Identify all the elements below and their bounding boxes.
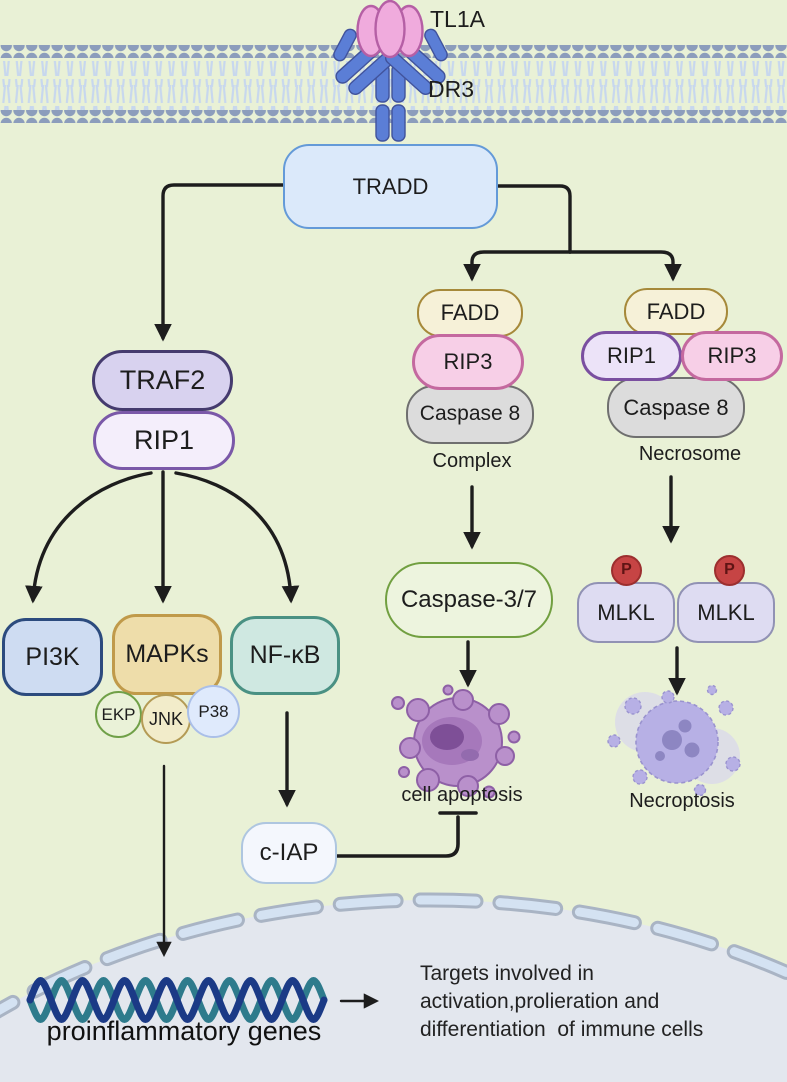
phospho-badge-left: P	[611, 555, 642, 586]
proinflammatory-genes-label: proinflammatory genes	[46, 1016, 322, 1046]
dna-helix-icon	[26, 977, 328, 1023]
phospho-badge-right: P	[714, 555, 745, 586]
inhibition-tbar	[335, 811, 478, 858]
node-mlkl-left: MLKL	[577, 582, 675, 643]
node-mapks: MAPKs	[112, 614, 222, 695]
node-caspase8-necrosome: Caspase 8	[607, 377, 745, 438]
node-rip3-necrosome: RIP3	[681, 331, 783, 381]
node-nfkb: NF-κB	[230, 616, 340, 695]
tl1a-label: TL1A	[430, 6, 485, 32]
node-pi3k: PI3K	[2, 618, 103, 696]
arrow-split-to-complex	[463, 250, 572, 282]
node-rip1: RIP1	[93, 411, 235, 470]
signal-arrows	[25, 183, 686, 858]
arrow-rip1-to-nfkb	[174, 471, 300, 604]
necrosome-label: Necrosome	[638, 443, 742, 465]
apoptotic-cell-icon	[391, 684, 521, 799]
necroptotic-cell-icon	[607, 684, 741, 797]
nucleus	[0, 892, 787, 1082]
node-jnk: JNK	[141, 694, 191, 744]
arrow-split-to-necrosome	[568, 250, 682, 282]
node-caspase37: Caspase-3/7	[385, 562, 553, 638]
node-p38: P38	[187, 685, 240, 738]
complex-label: Complex	[432, 450, 512, 472]
targets-text: Targets involved in activation,prolierat…	[420, 962, 704, 1041]
thin-arrows	[156, 764, 380, 1009]
node-traf2: TRAF2	[92, 350, 233, 411]
dr3-label: DR3	[428, 76, 475, 102]
arrow-tradd-to-traf2	[154, 183, 285, 342]
node-tradd: TRADD	[283, 144, 498, 229]
node-fadd-complex: FADD	[417, 289, 523, 337]
necroptosis-label: Necroptosis	[629, 790, 735, 812]
node-caspase8-complex: Caspase 8	[406, 385, 534, 444]
apoptosis-label: cell apoptosis	[401, 784, 523, 806]
node-fadd-necrosome: FADD	[624, 288, 728, 335]
line-tradd-right	[496, 184, 572, 254]
tl1a-ligand-icon	[356, 0, 424, 59]
node-mlkl-right: MLKL	[677, 582, 775, 643]
node-ciap: c-IAP	[241, 822, 337, 884]
node-rip1-necrosome: RIP1	[581, 331, 682, 381]
node-ekp: EKP	[95, 691, 142, 738]
arrow-rip1-to-pi3k	[25, 471, 153, 604]
node-rip3-complex: RIP3	[412, 334, 524, 390]
